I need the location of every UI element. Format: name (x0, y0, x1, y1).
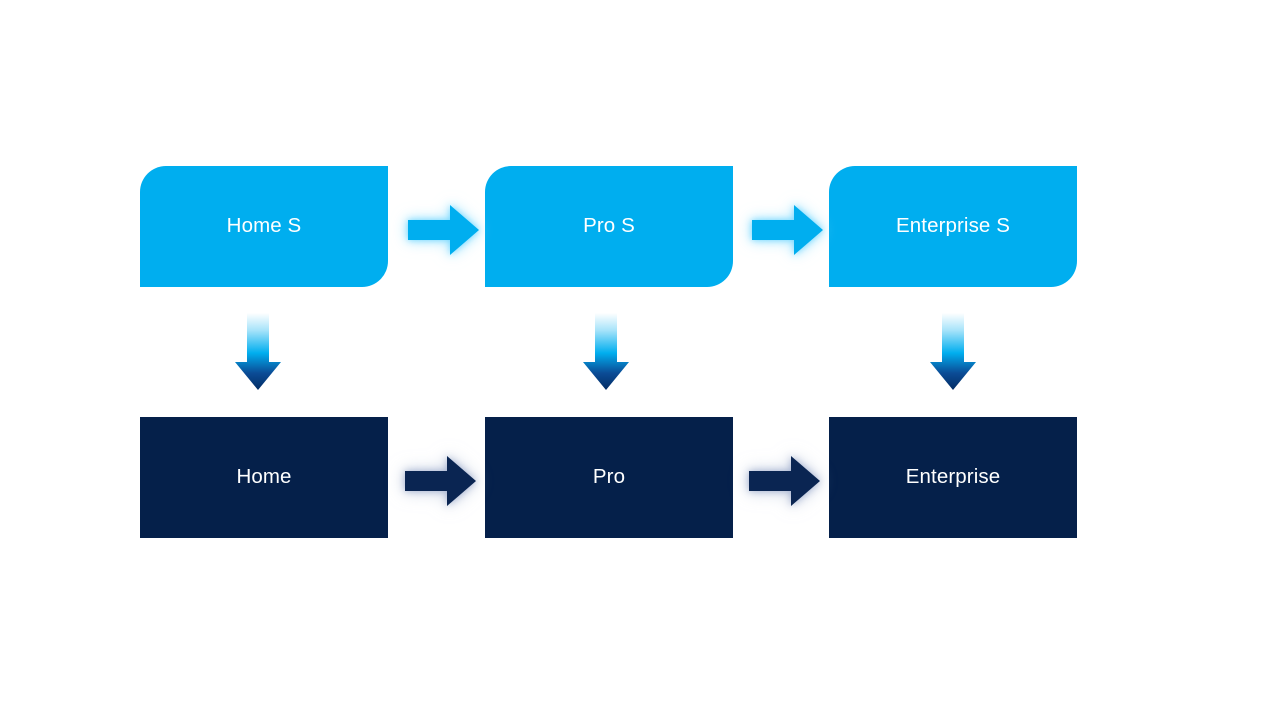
node-home-s[interactable]: Home S (140, 166, 388, 287)
arrow-right-icon (752, 205, 823, 255)
node-pro[interactable]: Pro (485, 417, 733, 538)
connector-pro-s-to-pro (582, 313, 630, 391)
node-pro-s[interactable]: Pro S (485, 166, 733, 287)
connector-home-s-to-pro-s (408, 204, 480, 256)
connector-pro-s-to-enterprise-s (752, 204, 824, 256)
node-enterprise[interactable]: Enterprise (829, 417, 1077, 538)
node-enterprise-s[interactable]: Enterprise S (829, 166, 1077, 287)
arrow-down-icon (235, 313, 281, 390)
connector-pro-to-enterprise (749, 455, 821, 507)
arrow-right-icon (408, 205, 479, 255)
arrow-down-icon (583, 313, 629, 390)
connector-home-s-to-home (234, 313, 282, 391)
arrow-right-icon (405, 456, 476, 506)
arrow-right-icon (749, 456, 820, 506)
node-label: Pro (592, 465, 626, 489)
node-label: Enterprise S (896, 214, 1010, 238)
node-label: Enterprise (905, 465, 1001, 489)
node-label: Pro S (583, 214, 635, 238)
connector-enterprise-s-to-enterprise (929, 313, 977, 391)
arrow-down-icon (930, 313, 976, 390)
connector-home-to-pro (405, 455, 477, 507)
node-label: Home (236, 465, 292, 489)
node-home[interactable]: Home (140, 417, 388, 538)
node-label: Home S (226, 214, 302, 238)
